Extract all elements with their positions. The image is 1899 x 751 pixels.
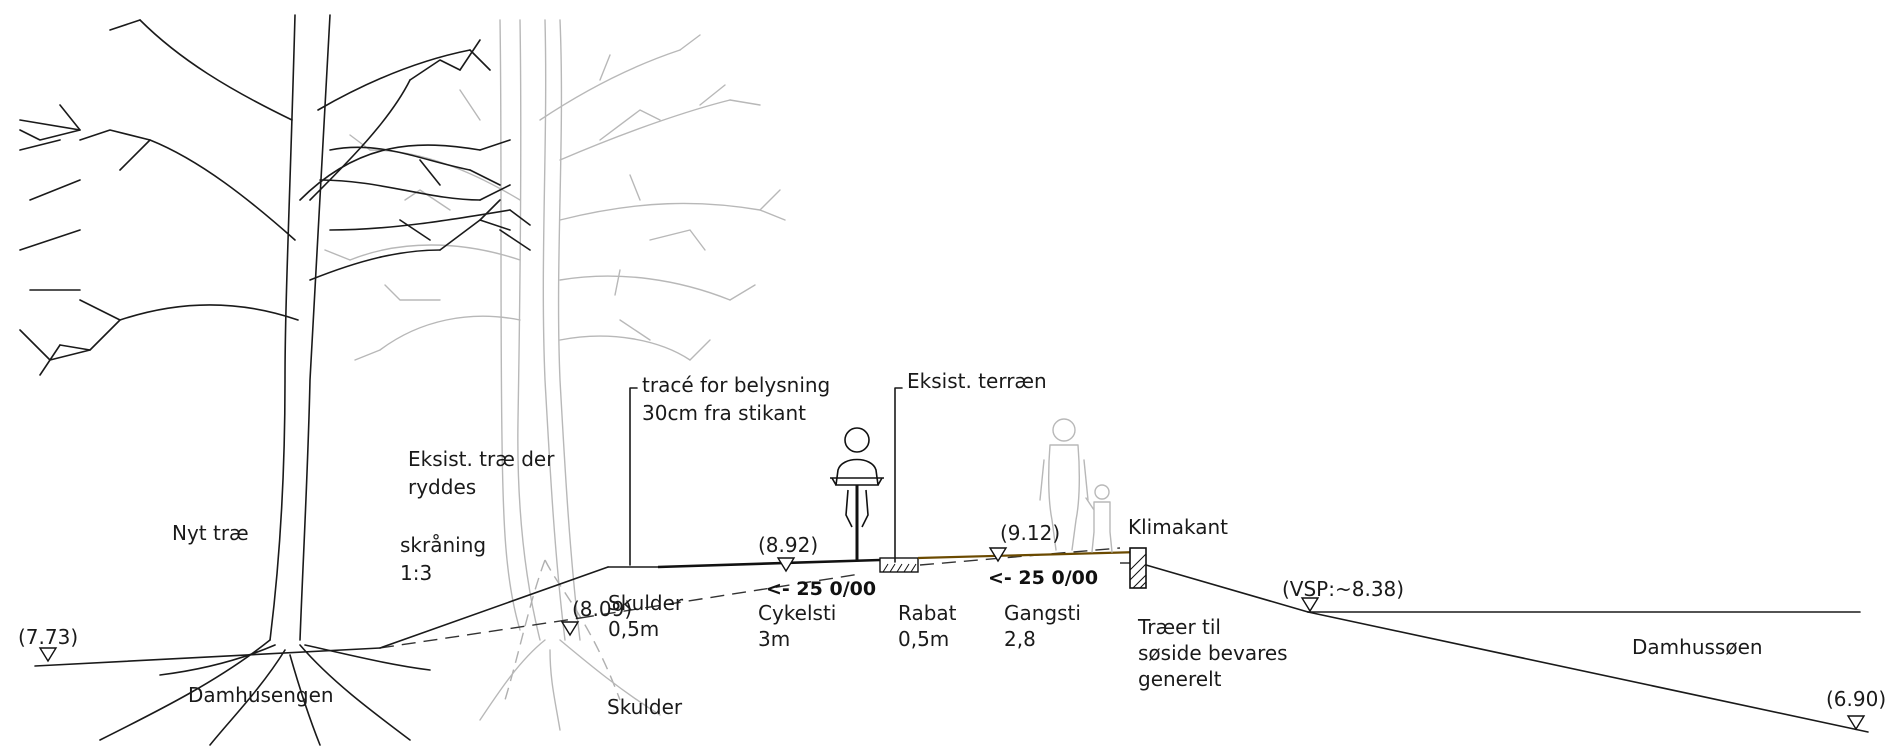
label-trace-1: tracé for belysning	[642, 373, 830, 397]
slope-cykelsti: <- 25 0/00	[766, 578, 876, 600]
level-right-text: (6.90)	[1826, 687, 1886, 711]
level-marker-vsp	[1300, 597, 1320, 613]
label-eksist-trae-2: ryddes	[408, 475, 476, 499]
level-left-text: (7.73)	[18, 625, 78, 649]
label-rabat-1: Rabat	[898, 601, 957, 625]
label-gangsti-2: 2,8	[1004, 627, 1036, 651]
text-labels: Nyt træ Eksist. træ der ryddes skråning …	[18, 369, 1886, 719]
designed-section	[379, 547, 1869, 733]
label-skulder-bottom: Skulder	[607, 695, 683, 719]
level-skulder-text: (8.09)	[572, 597, 632, 621]
level-cykelsti-text: (8.92)	[758, 533, 818, 557]
pedestrian-figures	[1039, 418, 1113, 553]
level-vsp-text: (VSP:~8.38)	[1282, 577, 1404, 601]
leader-lines	[629, 387, 903, 566]
level-marker-skulder	[560, 621, 580, 637]
label-traeer-2: søside bevares	[1138, 641, 1288, 665]
cyclist-figure	[830, 427, 884, 560]
level-gangsti-text: (9.12)	[1000, 521, 1060, 545]
label-eksist-trae-1: Eksist. træ der	[408, 447, 555, 471]
label-cykelsti-1: Cykelsti	[758, 601, 836, 625]
slope-gangsti: <- 25 0/00	[988, 567, 1098, 589]
level-markers	[38, 547, 1866, 731]
existing-tree-ghost	[324, 19, 786, 731]
label-damhussoen: Damhussøen	[1632, 635, 1763, 659]
label-trace-2: 30cm fra stikant	[642, 401, 806, 425]
label-klimakant: Klimakant	[1128, 515, 1228, 539]
level-marker-right	[1846, 715, 1866, 731]
level-marker-gangsti	[988, 547, 1008, 563]
label-skraning-2: 1:3	[400, 561, 432, 585]
new-tree	[19, 14, 531, 746]
label-skraning-1: skråning	[400, 533, 486, 557]
label-gangsti-1: Gangsti	[1004, 601, 1081, 625]
label-damhusengen: Damhusengen	[188, 683, 334, 707]
existing-terrain	[34, 547, 1121, 667]
label-rabat-2: 0,5m	[898, 627, 949, 651]
label-eksist-terraen: Eksist. terræn	[907, 369, 1047, 393]
label-skulder-2: 0,5m	[608, 617, 659, 641]
label-traeer-1: Træer til	[1137, 615, 1221, 639]
label-cykelsti-2: 3m	[758, 627, 790, 651]
label-skulder-1: Skulder	[608, 591, 684, 615]
label-nyt-trae: Nyt træ	[172, 521, 249, 545]
label-traeer-3: generelt	[1138, 667, 1222, 691]
level-marker-left	[38, 647, 58, 663]
level-marker-cykelsti	[776, 557, 796, 573]
